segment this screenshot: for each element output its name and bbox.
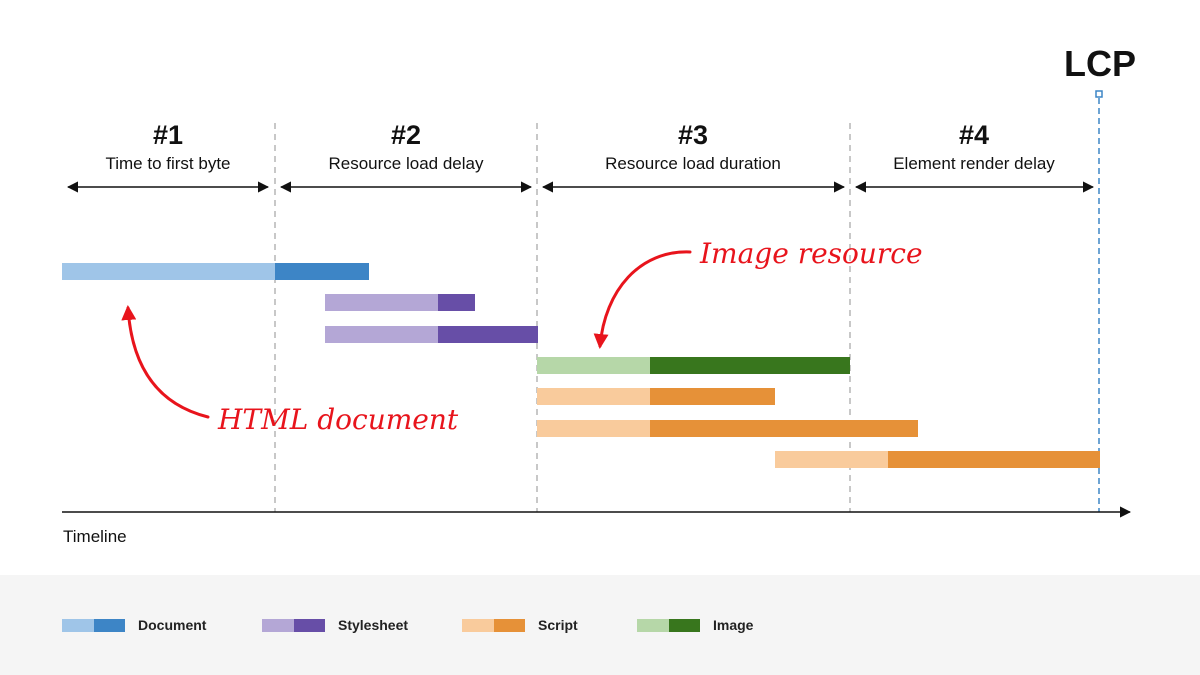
phase-2-number: #2: [391, 120, 421, 150]
bar-html-document-download: [275, 263, 369, 280]
phase-1: #1 Time to first byte: [66, 120, 270, 193]
legend-item-stylesheet: Stylesheet: [262, 617, 409, 633]
legend-item-script: Script: [462, 617, 578, 633]
bar-stylesheet-2-download: [438, 326, 538, 343]
annotation-image-resource: Image resource: [593, 237, 923, 349]
annotation-html-document-text: HTML document: [217, 403, 459, 436]
bar-script-3: [775, 451, 1100, 468]
phase-4-number: #4: [959, 120, 989, 150]
lcp-label: LCP: [1064, 43, 1136, 84]
phase-3-label: Resource load duration: [605, 154, 781, 173]
legend-swatch-document: [62, 618, 125, 632]
lcp-marker-handle: [1095, 90, 1103, 98]
annotation-image-resource-arrow: [593, 250, 692, 349]
legend-swatch-script-dark: [493, 618, 525, 632]
bar-stylesheet-2: [325, 326, 538, 343]
bar-script-2: [537, 420, 918, 437]
bar-stylesheet-1-download: [438, 294, 475, 311]
legend-swatch-image-light: [637, 618, 669, 632]
resource-bars: [62, 263, 1100, 468]
bar-image-wait: [537, 357, 650, 374]
legend-swatch-stylesheet: [262, 618, 325, 632]
bar-script-1: [537, 388, 775, 405]
bar-image-download: [650, 357, 850, 374]
legend-swatch-script: [462, 618, 525, 632]
legend-label-image: Image: [713, 617, 754, 633]
legend-label-script: Script: [538, 617, 578, 633]
bar-script-3-wait: [775, 451, 888, 468]
bar-html-document-wait: [62, 263, 275, 280]
bar-script-2-wait: [537, 420, 650, 437]
legend-swatch-stylesheet-dark: [293, 618, 325, 632]
legend-item-image: Image: [637, 617, 754, 633]
phase-dividers: [274, 123, 851, 512]
phase-3-number: #3: [678, 120, 708, 150]
annotation-html-document-arrow: [121, 305, 210, 419]
bar-script-2-download: [650, 420, 918, 437]
bar-stylesheet-1-wait: [325, 294, 438, 311]
bar-html-document: [62, 263, 369, 280]
phase-4-label: Element render delay: [893, 154, 1055, 173]
legend: Document Stylesheet Script Image: [0, 575, 1200, 675]
phase-3: #3 Resource load duration: [541, 120, 846, 193]
annotation-html-document: HTML document: [121, 305, 459, 436]
bar-image: [537, 357, 850, 374]
bar-script-1-download: [650, 388, 775, 405]
timeline-label: Timeline: [63, 527, 127, 546]
legend-swatch-image: [637, 618, 700, 632]
phase-2-label: Resource load delay: [329, 154, 484, 173]
legend-swatch-document-light: [62, 618, 94, 632]
phase-1-number: #1: [153, 120, 183, 150]
legend-label-document: Document: [138, 617, 207, 633]
bar-script-1-wait: [537, 388, 650, 405]
legend-label-stylesheet: Stylesheet: [338, 617, 409, 633]
legend-swatch-script-light: [462, 618, 494, 632]
phase-2: #2 Resource load delay: [279, 120, 533, 193]
phase-1-label: Time to first byte: [105, 154, 230, 173]
annotation-image-resource-text: Image resource: [699, 237, 923, 270]
bar-script-3-download: [888, 451, 1100, 468]
phase-4: #4 Element render delay: [854, 120, 1095, 193]
legend-swatch-image-dark: [668, 618, 700, 632]
legend-item-document: Document: [62, 617, 207, 633]
legend-swatch-stylesheet-light: [262, 618, 294, 632]
bar-stylesheet-1: [325, 294, 475, 311]
legend-swatch-document-dark: [93, 618, 125, 632]
bar-stylesheet-2-wait: [325, 326, 438, 343]
